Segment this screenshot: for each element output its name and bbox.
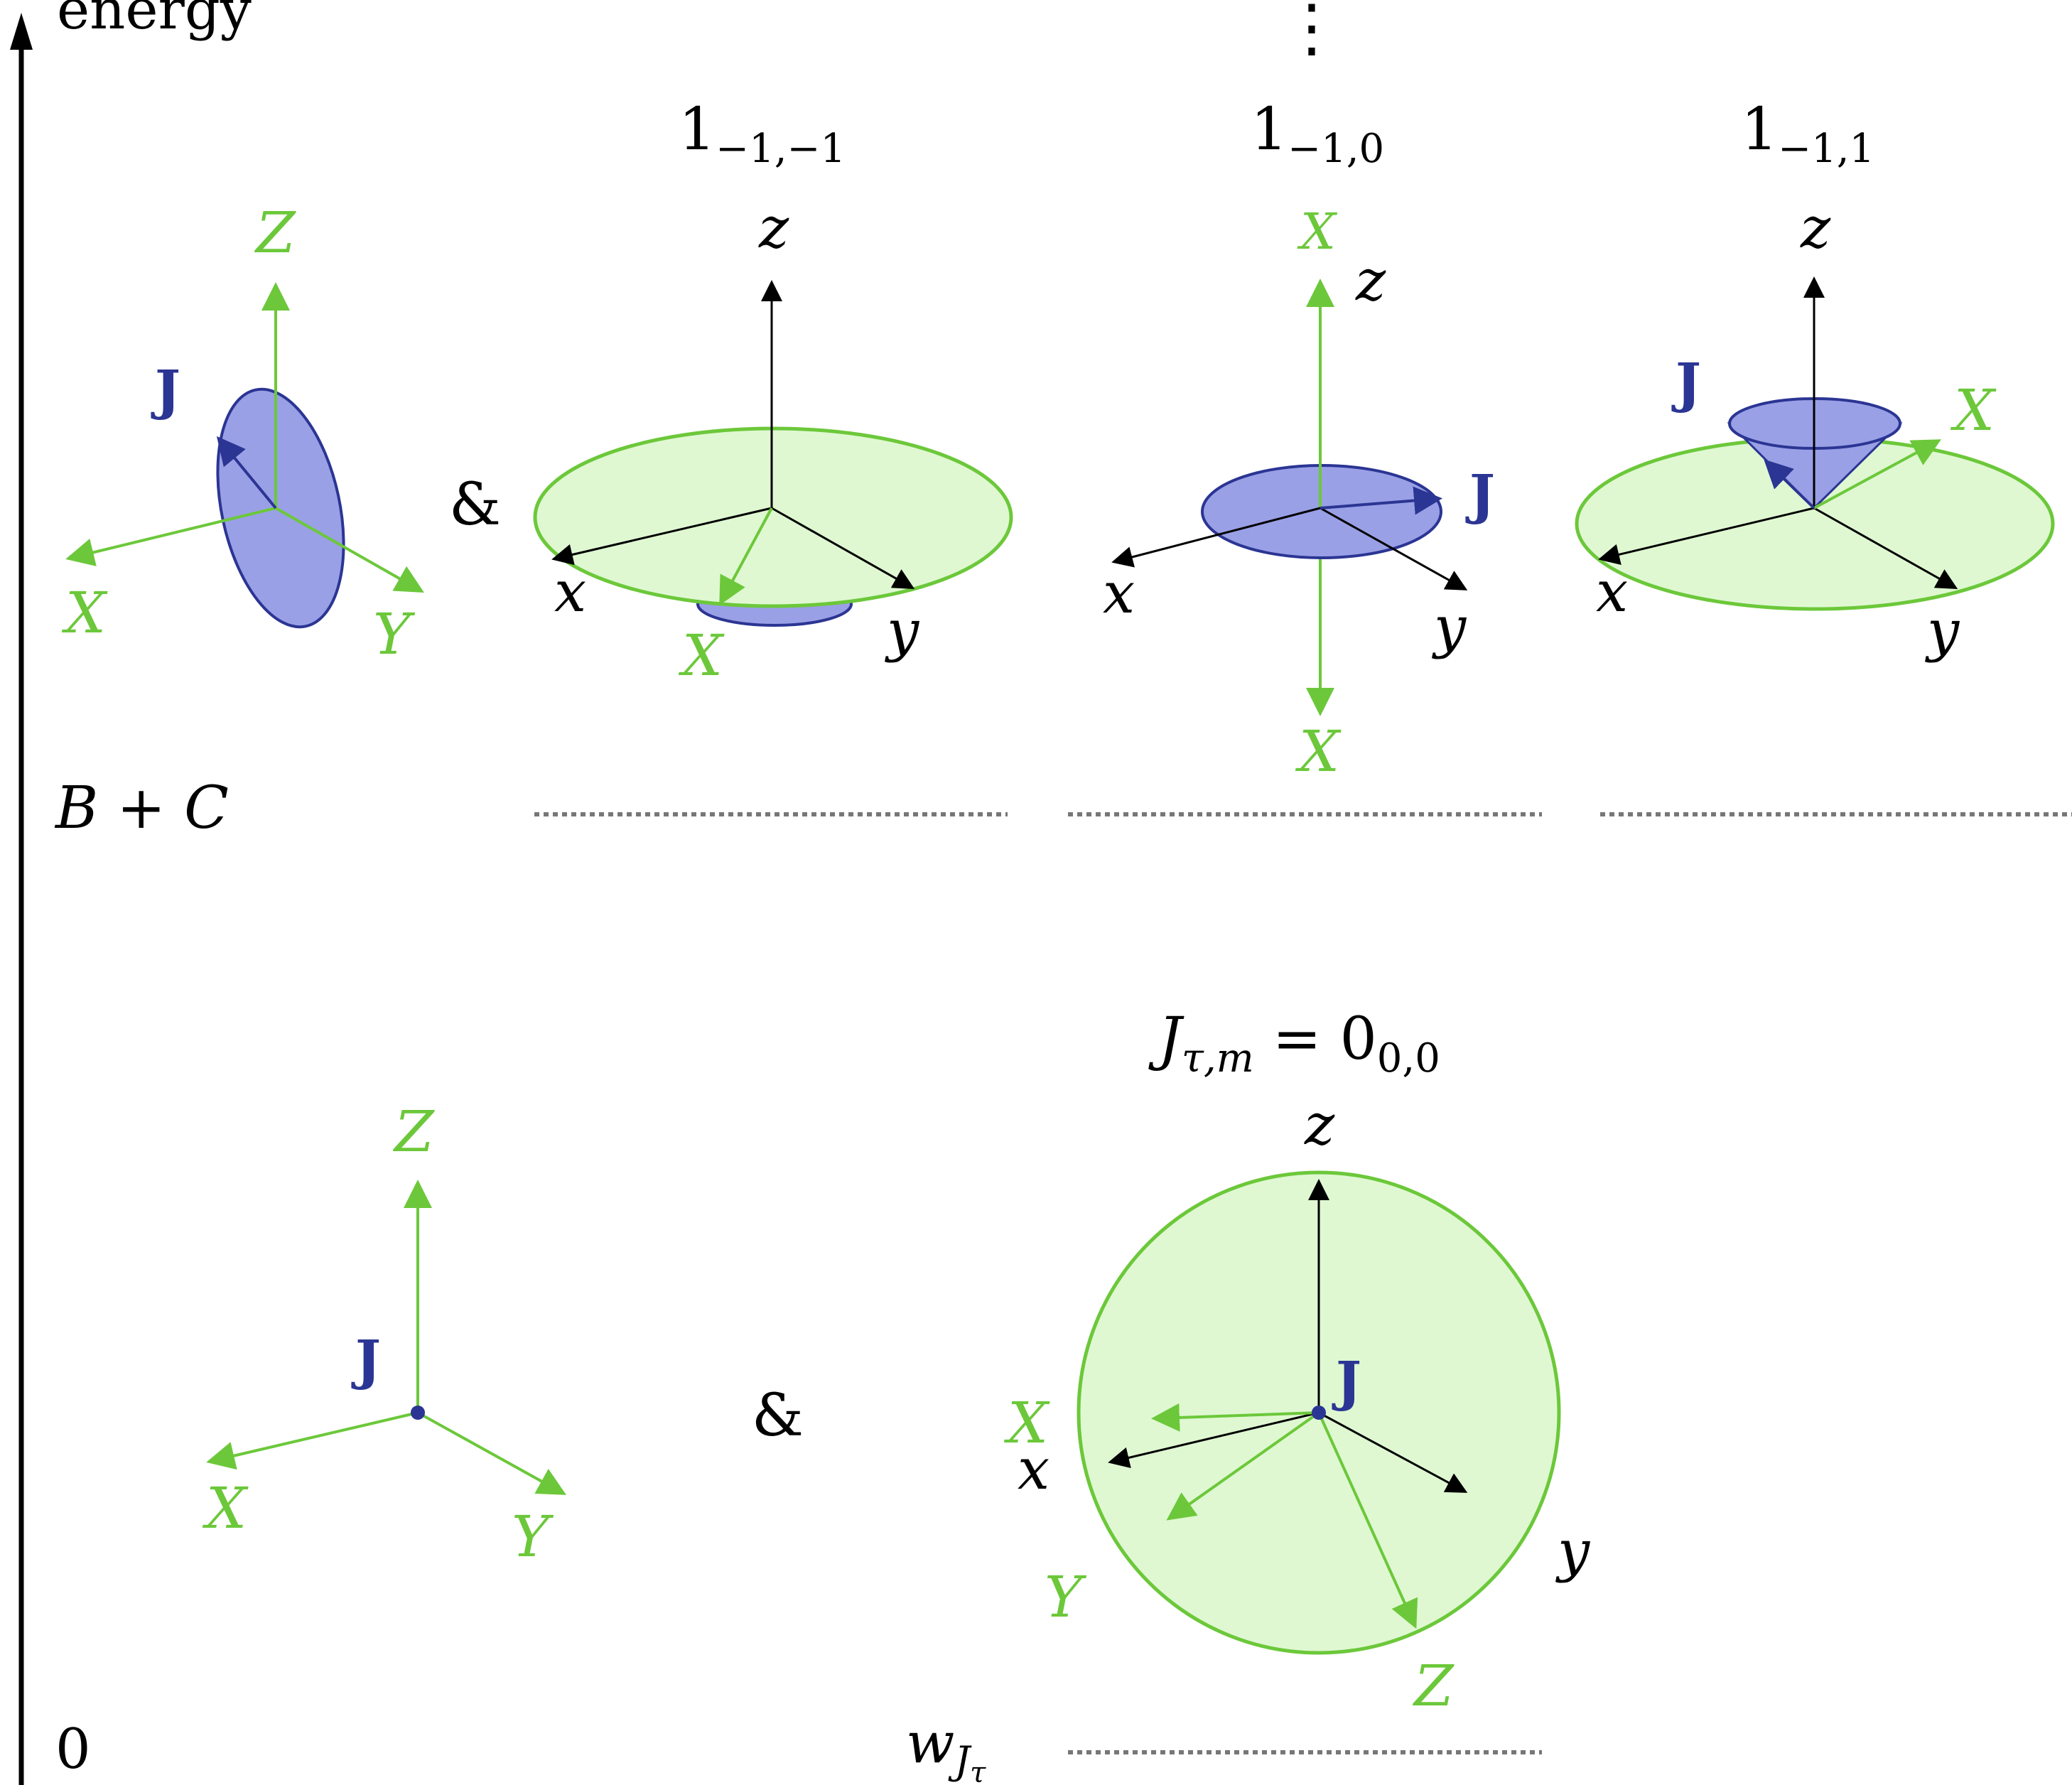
state-label-1-11: 1−1,1	[1741, 96, 1874, 172]
state-label-1-1-1: 1−1,−1	[679, 96, 846, 172]
lab-x-label: X	[1003, 1390, 1050, 1456]
lab-x-axis	[206, 1411, 419, 1470]
body-x-label: x	[554, 559, 586, 625]
lab-z-label: Z	[254, 200, 296, 266]
j-precession-disk	[216, 387, 345, 629]
j-label: J	[1465, 463, 1495, 526]
j-vector	[1764, 459, 1815, 509]
body-x-axis	[1111, 507, 1321, 568]
lab-x-label: X	[61, 580, 108, 646]
body-x-label: x	[1018, 1436, 1050, 1502]
state-1-1-0-diagram: X z x y X J	[1103, 203, 1495, 784]
lab-y-label: Y	[1045, 1564, 1087, 1630]
energy-axis: energy B + C 0 ⋮	[10, 0, 1344, 1785]
body-y-axis	[1320, 507, 1468, 590]
lab-frame-bottom: Z X Y J	[202, 1099, 566, 1570]
state-1-1-1-diagram: z x y X	[533, 195, 1013, 689]
ampersand-top: &	[449, 471, 501, 539]
j-zero-point	[411, 1406, 425, 1420]
ground-weight-label: wJτ	[906, 1710, 986, 1785]
j-label: J	[1332, 1349, 1361, 1413]
ground-state-diagram: z x y X Y Z J	[1003, 1091, 1591, 1719]
lab-x-axis	[719, 507, 773, 606]
body-y-axis	[771, 507, 915, 589]
energy-level-lines	[534, 812, 2072, 1754]
state-label-ground: Jτ,m = 00,0	[1148, 1005, 1440, 1082]
body-y-label: y	[1555, 1518, 1591, 1584]
j-label: J	[351, 1328, 381, 1391]
body-x-axis	[1598, 507, 1815, 566]
lab-x-label-bottom: X	[1295, 718, 1342, 784]
body-x-label: x	[1596, 559, 1628, 625]
body-y-axis	[1318, 1411, 1468, 1493]
energy-axis-label: energy	[57, 0, 252, 42]
body-z-label: z	[1355, 247, 1386, 313]
energy-level-upper-label: B + C	[54, 775, 229, 842]
body-x-axis	[551, 507, 772, 566]
energy-axis-arrowhead	[10, 13, 33, 50]
lab-x-axis	[1813, 439, 1942, 509]
green-disk	[533, 426, 1013, 608]
lab-x-label-top: X	[1297, 203, 1338, 261]
j-vector	[1320, 486, 1442, 515]
body-y-label: y	[885, 598, 920, 664]
lab-y-axis	[417, 1411, 566, 1495]
body-x-axis	[1108, 1411, 1320, 1469]
j-label: J	[151, 358, 180, 421]
j-vector	[216, 436, 277, 509]
j-zero-point	[1312, 1406, 1326, 1420]
lab-x-label: X	[202, 1475, 249, 1541]
body-y-label: y	[1432, 594, 1467, 660]
lab-x-axis	[1151, 1403, 1320, 1432]
lab-x-label: X	[1950, 377, 1997, 443]
lab-frame-top: Z X Y J	[61, 200, 424, 667]
body-y-label: y	[1925, 598, 1960, 664]
body-x-label: x	[1103, 560, 1135, 626]
body-z-label: z	[1800, 195, 1831, 261]
state-label-1-1-0: 1−1,0	[1251, 96, 1384, 172]
body-z-label: z	[1304, 1091, 1335, 1158]
lab-y-axis	[275, 507, 424, 593]
lab-z-label: Z	[1412, 1653, 1455, 1719]
j-label: J	[1671, 351, 1701, 414]
lab-y-label: Y	[373, 601, 416, 667]
continuation-dots: ⋮	[1280, 0, 1344, 65]
lab-x-axis	[65, 507, 276, 566]
energy-level-zero-label: 0	[55, 1717, 91, 1781]
ampersand-bottom: &	[752, 1382, 804, 1450]
body-z-label: z	[758, 195, 789, 261]
lab-y-axis	[1166, 1411, 1320, 1521]
body-y-axis	[1813, 507, 1958, 589]
lab-x-label: X	[678, 622, 725, 689]
state-labels: 1−1,−1 1−1,0 1−1,1 Jτ,m = 00,0 wJτ	[679, 96, 1874, 1785]
state-1-11-diagram: z x y X J	[1575, 195, 2055, 664]
lab-z-axis	[1317, 1412, 1418, 1629]
lab-z-label: Z	[392, 1099, 435, 1165]
lab-y-label: Y	[512, 1504, 554, 1570]
